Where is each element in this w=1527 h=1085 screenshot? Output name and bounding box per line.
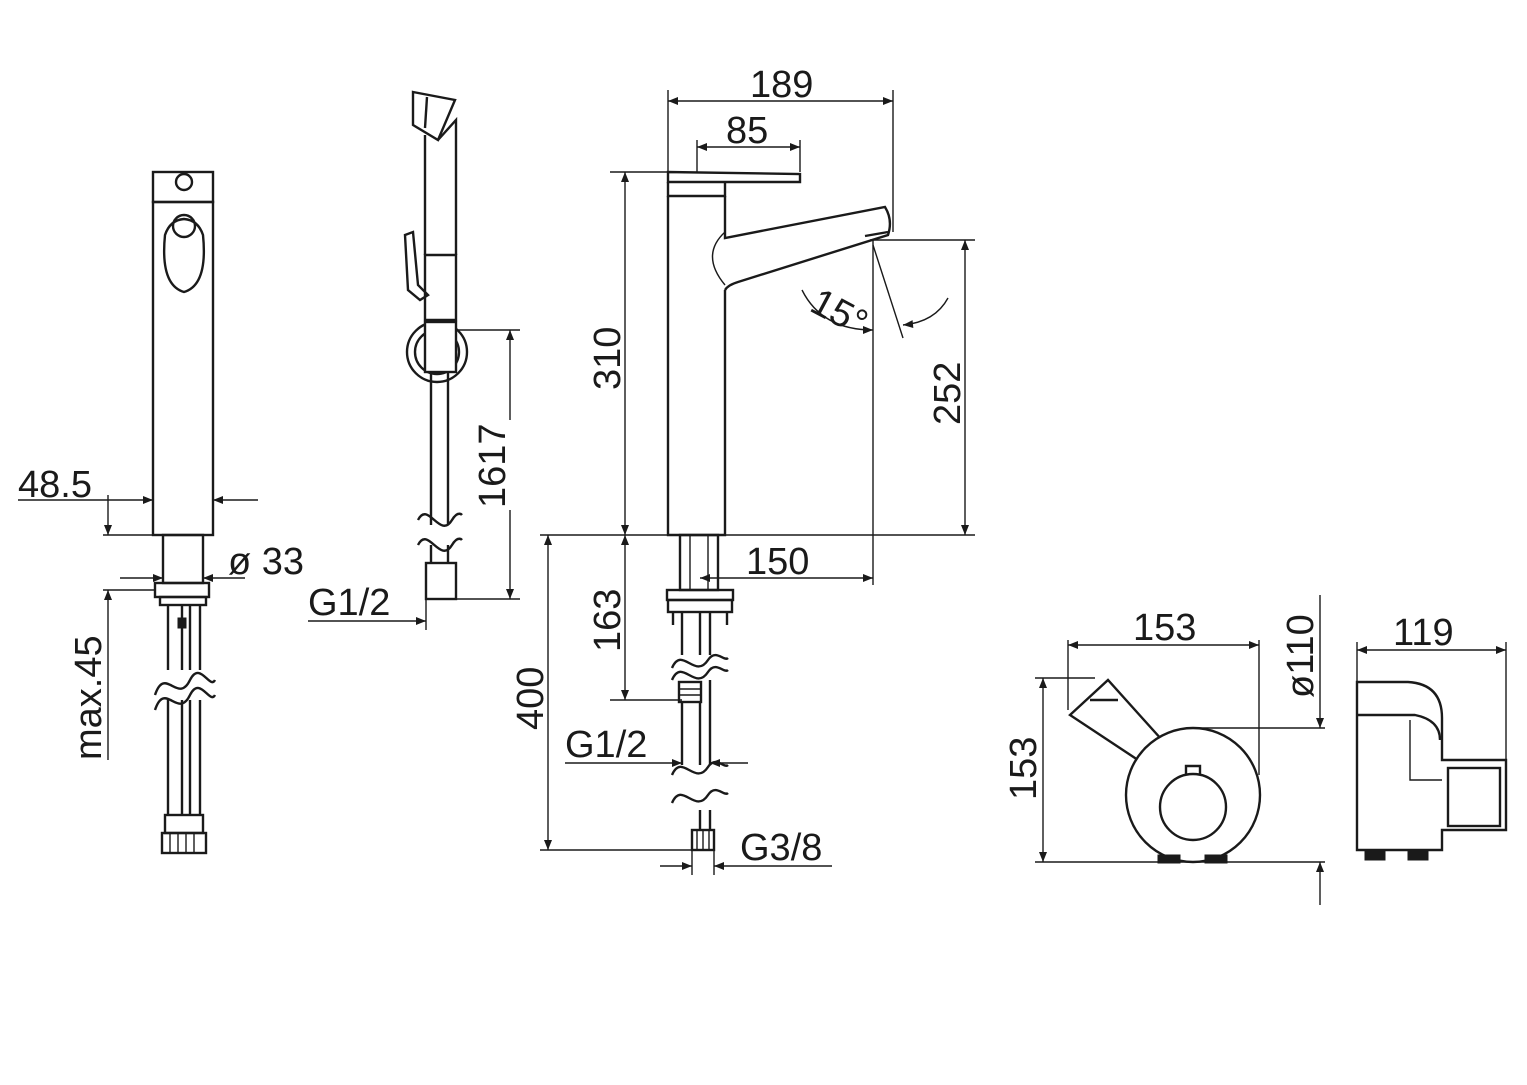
detail-connector: [1446, 766, 1502, 828]
side-body: [666, 196, 727, 537]
top-body-circle: [1124, 726, 1262, 864]
dim-swivel-angle: 15°: [804, 281, 874, 345]
side-detail-view: 119: [1355, 612, 1508, 861]
dim-unit-diameter: ø110: [1280, 614, 1322, 698]
side-lever: [666, 170, 802, 184]
dim-shower-hose: 1617: [472, 423, 514, 508]
label-angle-valve-connection: G3/8: [740, 827, 822, 869]
dim-unit-width: 153: [1133, 607, 1196, 649]
detail-outline: [1355, 680, 1508, 852]
front-nut: [153, 581, 211, 599]
front-cap-knob: [174, 172, 194, 192]
dim-shank-length: 163: [587, 589, 629, 652]
front-handle-pivot: [171, 213, 197, 239]
dim-shank-diameter: ø 33: [228, 541, 304, 583]
dim-spout-projection: 150: [746, 541, 809, 583]
front-break-mark: [153, 671, 217, 696]
dim-hose-length: 400: [510, 667, 552, 730]
side-hose-nut: [677, 680, 703, 704]
dim-unit-side-depth: 119: [1393, 612, 1454, 654]
top-view: 153 153 ø110: [1003, 595, 1325, 905]
shower-handle: [423, 116, 458, 255]
dim-spout-height: 252: [927, 362, 969, 425]
label-hose-connection: G1/2: [565, 724, 647, 766]
side-spout: [723, 196, 892, 291]
shower-lever: [403, 230, 430, 302]
side-cap: [666, 182, 727, 198]
label-shower-connection: G1/2: [308, 582, 390, 624]
front-handle: [163, 217, 205, 294]
shower-break-mark: [416, 512, 463, 527]
front-shank: [161, 533, 205, 585]
dim-lever-reach: 85: [726, 110, 768, 152]
side-break-mark-1: [670, 653, 729, 669]
front-cap: [151, 170, 215, 204]
side-view: 189 85 310 252 15° 150 163 400 G1: [510, 64, 975, 875]
front-hose-nut: [160, 831, 208, 855]
dim-unit-depth: 153: [1003, 737, 1045, 800]
dim-max-deck: max.45: [68, 635, 110, 760]
shower-connector: [424, 561, 458, 601]
side-shank: [678, 533, 720, 592]
side-plate: [665, 588, 735, 602]
dim-body-height: 310: [587, 327, 629, 390]
top-inner-circle: [1158, 772, 1228, 842]
dim-side-offset: 48.5: [18, 464, 92, 506]
front-view: 48.5 ø 33 max.45: [18, 170, 304, 855]
hand-shower-view: 1617 G1/2: [308, 90, 520, 630]
dim-overall-reach: 189: [750, 64, 813, 106]
shower-head: [411, 90, 457, 142]
front-washer: [158, 595, 208, 607]
side-break-mark-2: [670, 760, 729, 776]
